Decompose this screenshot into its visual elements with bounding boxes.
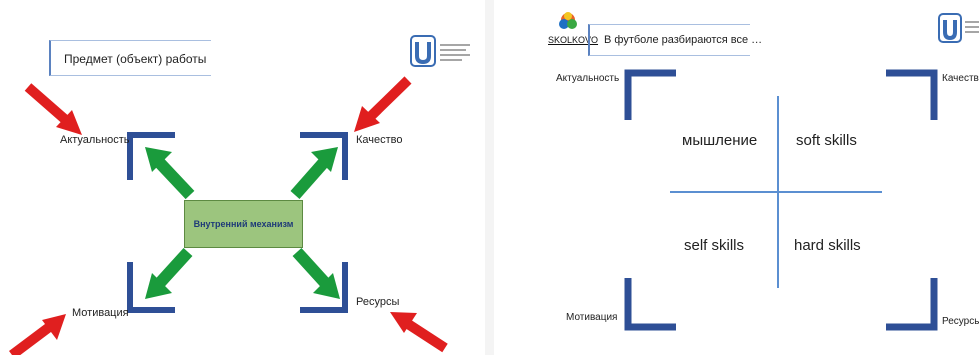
- label-bottom-left: Мотивация: [566, 312, 618, 323]
- title-frame: [49, 40, 211, 76]
- red-arrow-bottom-left: [9, 314, 66, 355]
- slide-left-graphics: [9, 35, 470, 355]
- slide-right: SKOLKOVO В футболе разбираются все … мыш…: [494, 0, 979, 355]
- label-bottom-right: Ресурсы: [356, 296, 400, 308]
- green-arrow-top-left: [145, 147, 195, 200]
- bracket-top-left: [624, 69, 676, 120]
- slide-left: Предмет (объект) работы Внутренний механ…: [0, 0, 485, 355]
- center-box: Внутренний механизм: [184, 200, 303, 248]
- quadrant-bottom-left: self skills: [684, 237, 745, 254]
- bracket-bottom-right: [886, 278, 938, 331]
- green-arrow-bottom-left: [145, 247, 193, 299]
- skolkovo-logo-icon: [559, 12, 577, 29]
- tsu-logo-icon: [410, 35, 470, 67]
- bracket-top-left: [127, 132, 175, 180]
- green-arrow-top-right: [290, 147, 338, 199]
- label-bottom-right: Ресурсы: [942, 316, 979, 327]
- slide-divider: [485, 0, 494, 355]
- label-top-left: Актуальность: [556, 73, 620, 84]
- red-arrow-top-right: [354, 76, 412, 132]
- label-bottom-left: Мотивация: [72, 307, 129, 319]
- tsu-logo-icon: [938, 13, 979, 43]
- label-top-right: Качеств: [942, 73, 979, 84]
- bracket-bottom-left: [127, 262, 175, 313]
- label-top-left: Актуальность: [60, 134, 130, 146]
- title-frame: [588, 24, 750, 56]
- green-arrow-bottom-right: [292, 247, 340, 299]
- quadrant-bottom-right: hard skills: [794, 237, 861, 254]
- bracket-bottom-left: [624, 278, 676, 331]
- slide-right-graphics: [559, 12, 979, 331]
- bracket-top-right: [300, 132, 348, 180]
- slide-title: В футболе разбираются все …: [604, 34, 763, 46]
- quadrant-top-right: soft skills: [796, 132, 857, 149]
- slide-title: Предмет (объект) работы: [64, 52, 207, 66]
- label-top-right: Качество: [356, 134, 403, 146]
- bracket-bottom-right: [300, 262, 348, 313]
- skolkovo-label: SKOLKOVO: [548, 35, 599, 45]
- red-arrow-bottom-right: [390, 312, 448, 353]
- quadrant-top-left: мышление: [682, 132, 758, 149]
- bracket-top-right: [886, 69, 938, 120]
- red-arrow-top-left: [24, 83, 82, 135]
- center-label: Внутренний механизм: [193, 219, 294, 229]
